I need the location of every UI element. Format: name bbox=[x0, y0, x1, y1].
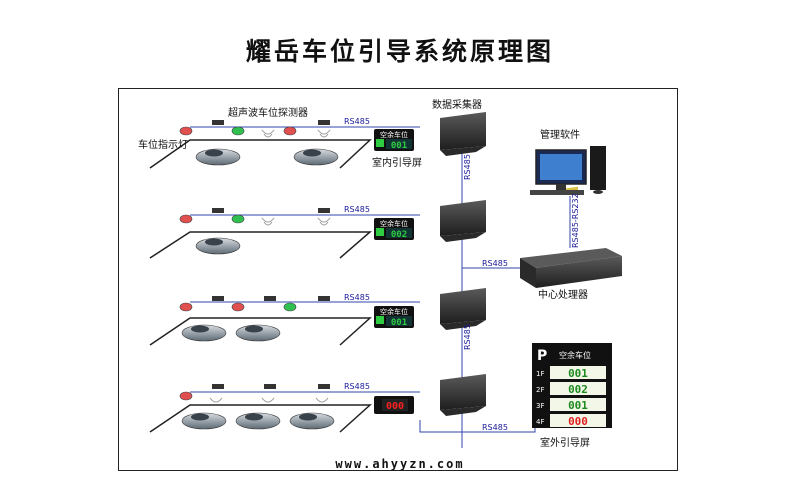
outdoor-screen: P 空余车位 1F 001 2F 002 3F 001 4F 000 bbox=[532, 343, 612, 428]
wire-labels: RS485 RS485 RS485 RS485 RS485 RS485 RS48… bbox=[344, 117, 580, 432]
indoor-screen: 空余车位 002 bbox=[374, 218, 414, 240]
collector-box-icon bbox=[440, 374, 486, 416]
green-light-icon bbox=[231, 214, 245, 224]
central-processor-label: 中心处理器 bbox=[538, 288, 588, 301]
indoor-screens: 空余车位 001 空余车位 002 空余车位 001 000 bbox=[374, 129, 414, 414]
red-light-icon bbox=[231, 302, 245, 312]
row-2-devices bbox=[179, 208, 331, 226]
website-url: www.ahyyzn.com bbox=[335, 457, 465, 471]
indoor-screen-label: 室内引导屏 bbox=[372, 156, 422, 169]
row-1-devices bbox=[179, 120, 331, 138]
floor-label: 1F bbox=[536, 370, 544, 378]
row-4-devices bbox=[179, 384, 330, 403]
diagram-frame bbox=[118, 88, 678, 471]
software-label: 管理软件 bbox=[540, 128, 580, 141]
car-icon bbox=[181, 412, 227, 430]
floor-count: 001 bbox=[568, 399, 588, 412]
car-icon bbox=[289, 412, 335, 430]
green-light-icon bbox=[283, 302, 297, 312]
detector-icon bbox=[212, 208, 224, 213]
outdoor-screen-label: 室外引导屏 bbox=[540, 436, 590, 449]
rs485-label: RS485 bbox=[482, 259, 508, 268]
red-light-icon bbox=[179, 302, 193, 312]
rs485-rs232-label: RS485-RS232 bbox=[571, 193, 580, 248]
detector-icon bbox=[318, 120, 330, 125]
red-light-icon bbox=[179, 391, 193, 401]
rs485-label: RS485 bbox=[344, 205, 370, 214]
car-icon bbox=[235, 412, 281, 430]
component-labels: 超声波车位探测器 车位指示灯 数据采集器 室内引导屏 管理软件 中心处理器 室外… bbox=[138, 98, 590, 449]
red-light-icon bbox=[179, 214, 193, 224]
rs485-label: RS485 bbox=[344, 117, 370, 126]
car-icon bbox=[195, 237, 241, 255]
indoor-screen-header: 空余车位 bbox=[380, 130, 408, 139]
wave-icon bbox=[261, 129, 275, 138]
indoor-screen-count: 000 bbox=[386, 401, 404, 412]
detector-label: 超声波车位探测器 bbox=[228, 106, 308, 119]
collector-box-icon bbox=[440, 288, 486, 330]
computer-icon bbox=[530, 146, 606, 195]
floor-count: 001 bbox=[568, 367, 588, 380]
detector-icon bbox=[212, 296, 224, 301]
detector-icon bbox=[318, 384, 330, 389]
detector-icon bbox=[264, 296, 276, 301]
outdoor-header: 空余车位 bbox=[559, 350, 591, 360]
cars bbox=[181, 148, 339, 430]
detector-icon bbox=[264, 384, 276, 389]
detector-icon bbox=[212, 120, 224, 125]
floor-count: 000 bbox=[568, 415, 588, 428]
wave-icon bbox=[261, 397, 275, 403]
rs485-label: RS485 bbox=[463, 154, 472, 180]
collector-box-icon bbox=[440, 200, 486, 242]
car-icon bbox=[195, 148, 241, 166]
row-3-devices bbox=[179, 296, 330, 312]
data-collectors bbox=[440, 112, 486, 416]
wave-icon bbox=[261, 217, 275, 226]
rs485-label: RS485 bbox=[463, 324, 472, 350]
central-processor-icon bbox=[520, 186, 622, 288]
collector-box-icon bbox=[440, 112, 486, 156]
wave-icon bbox=[209, 397, 223, 403]
car-icon bbox=[293, 148, 339, 166]
parking-lanes bbox=[149, 139, 373, 433]
floor-label: 3F bbox=[536, 402, 544, 410]
indoor-screen: 空余车位 001 bbox=[374, 129, 414, 151]
detector-icon bbox=[318, 208, 330, 213]
floor-label: 4F bbox=[536, 418, 544, 426]
car-icon bbox=[181, 324, 227, 342]
green-light-icon bbox=[231, 126, 245, 136]
indoor-screen-count: 001 bbox=[391, 141, 407, 151]
rs485-label: RS485 bbox=[344, 382, 370, 391]
detector-icon bbox=[212, 384, 224, 389]
collector-label: 数据采集器 bbox=[432, 98, 482, 111]
rs485-label: RS485 bbox=[482, 423, 508, 432]
floor-count: 002 bbox=[568, 383, 588, 396]
indoor-screen: 000 bbox=[374, 396, 414, 414]
floor-label: 2F bbox=[536, 386, 544, 394]
wave-icon bbox=[317, 217, 331, 226]
red-light-icon bbox=[283, 126, 297, 136]
indicator-label: 车位指示灯 bbox=[138, 138, 188, 151]
car-icon bbox=[235, 324, 281, 342]
parking-p-icon: P bbox=[537, 348, 547, 364]
wave-icon bbox=[317, 129, 331, 138]
rs485-label: RS485 bbox=[344, 293, 370, 302]
diagram-title: 耀岳车位引导系统原理图 bbox=[245, 37, 554, 66]
indoor-screen-header: 空余车位 bbox=[380, 307, 408, 316]
indoor-screen-count: 001 bbox=[391, 318, 407, 328]
detector-icon bbox=[318, 296, 330, 301]
indoor-screen-count: 002 bbox=[391, 230, 407, 240]
indoor-screen-header: 空余车位 bbox=[380, 219, 408, 228]
red-light-icon bbox=[179, 126, 193, 136]
wave-icon bbox=[315, 397, 329, 403]
indoor-screen: 空余车位 001 bbox=[374, 306, 414, 328]
